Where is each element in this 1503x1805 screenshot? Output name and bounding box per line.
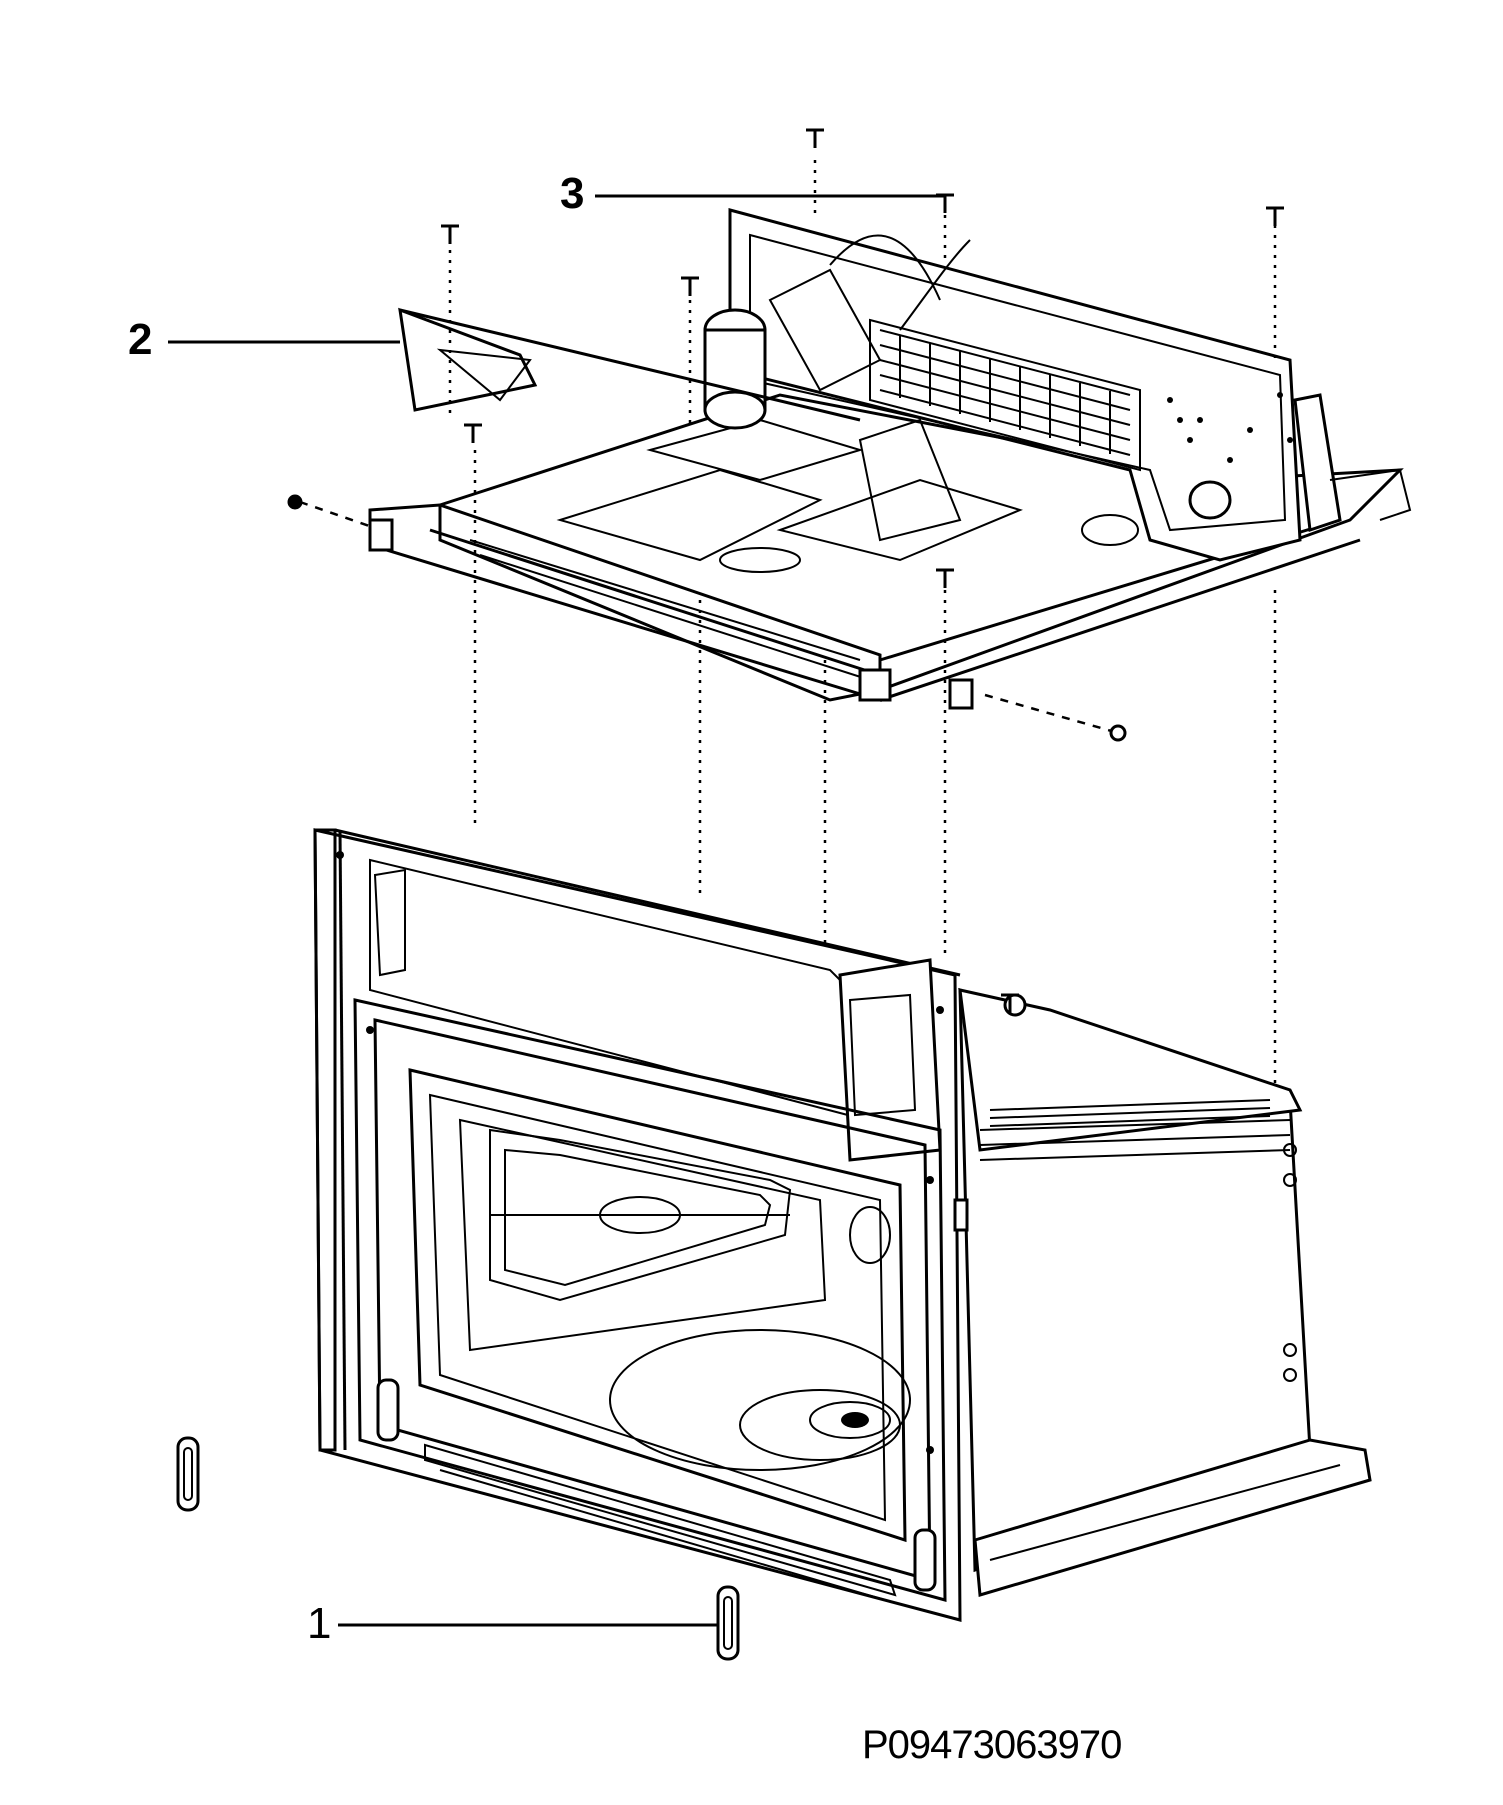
part-code: P09473063970 xyxy=(862,1723,1122,1767)
part-2-bracket xyxy=(398,307,861,422)
callout-leaders xyxy=(168,194,945,1627)
screw-icon xyxy=(1266,206,1284,226)
assembly-lines xyxy=(299,160,1277,1090)
screw-icon xyxy=(681,276,699,296)
screw-icon xyxy=(464,423,482,443)
callout-label-2: 2 xyxy=(128,315,153,364)
screw-icon xyxy=(806,128,824,148)
oven-body xyxy=(313,828,1372,1622)
screw-icon xyxy=(936,193,954,213)
part-1-clips xyxy=(176,1436,740,1661)
screw-icon xyxy=(936,568,954,588)
callout-label-1: 1 xyxy=(307,1599,332,1648)
callout-label-3: 3 xyxy=(560,169,585,218)
screw-icon xyxy=(1001,993,1019,1013)
top-assembly xyxy=(368,208,1412,710)
screw-icon xyxy=(441,224,459,244)
